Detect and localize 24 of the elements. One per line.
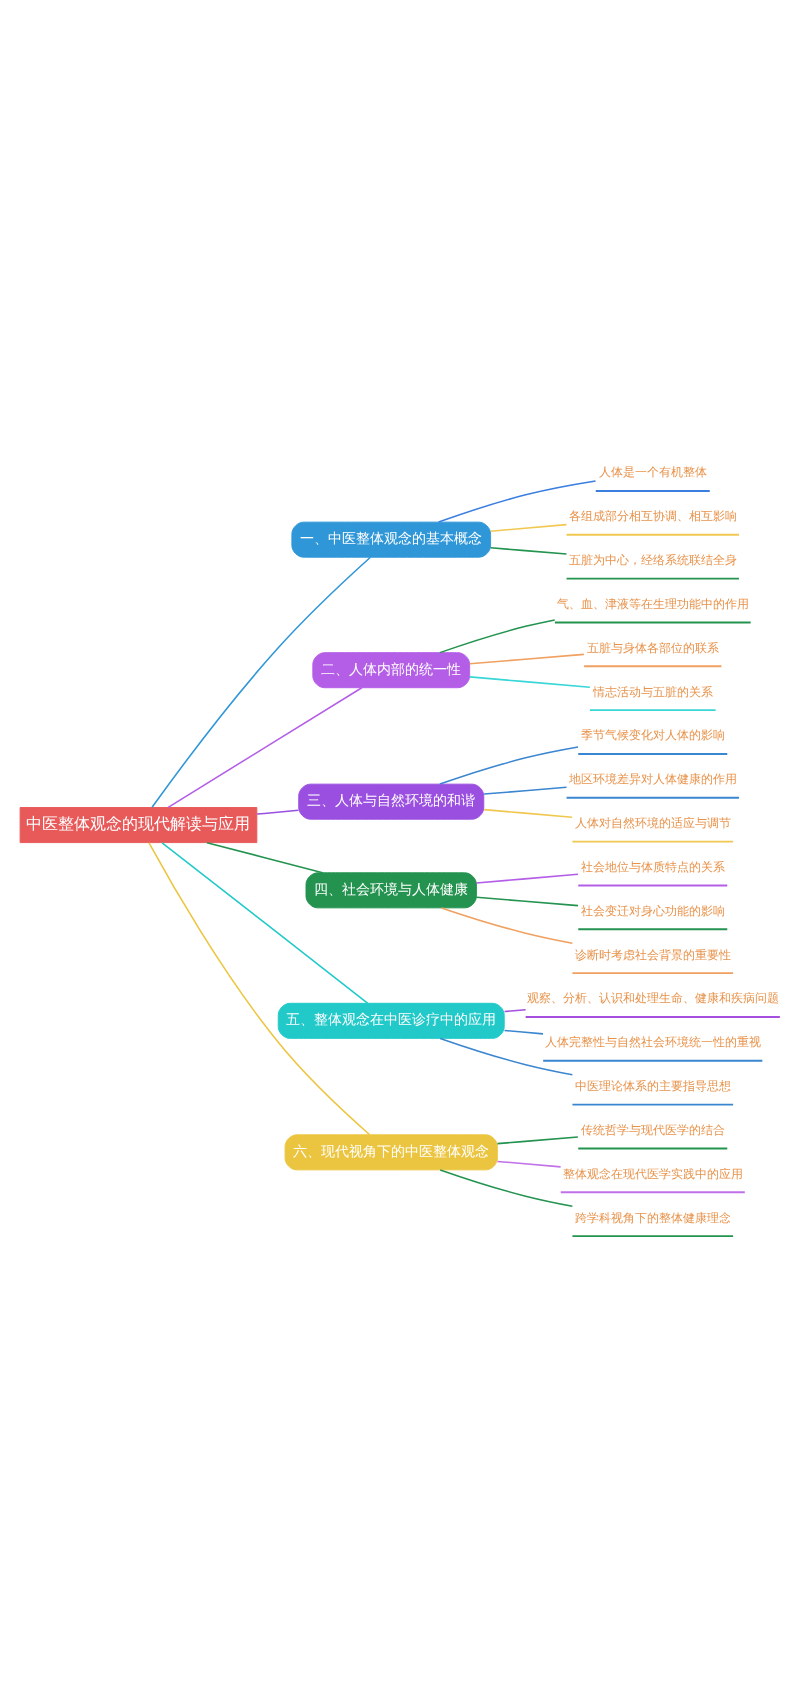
connector — [503, 1008, 527, 1012]
connector — [468, 652, 585, 664]
connector — [496, 1135, 579, 1144]
connector — [256, 808, 300, 814]
connector — [483, 785, 568, 794]
connector — [496, 1159, 562, 1167]
connector — [439, 618, 556, 653]
connector — [483, 807, 573, 817]
connector — [503, 1028, 544, 1034]
connector — [489, 522, 568, 531]
connector — [161, 841, 369, 1004]
connector — [151, 555, 372, 808]
connector — [167, 685, 363, 808]
connector — [148, 841, 371, 1135]
connector — [439, 745, 579, 784]
connector — [440, 906, 574, 943]
connector — [439, 1036, 574, 1075]
connector — [439, 1168, 574, 1206]
connector — [475, 895, 579, 906]
connector — [475, 872, 579, 883]
connector — [489, 546, 568, 554]
connector — [206, 840, 324, 873]
connector — [437, 479, 597, 522]
connector — [468, 675, 591, 687]
